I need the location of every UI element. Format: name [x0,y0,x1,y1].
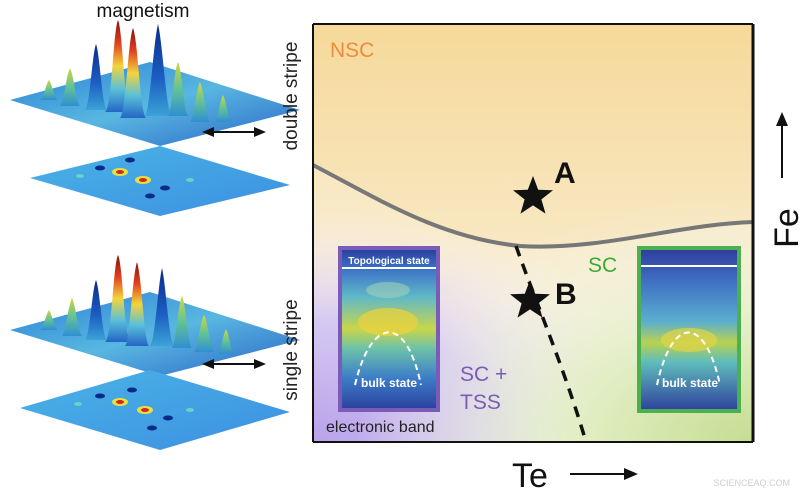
sc-boundary-dashed [514,245,588,443]
y-axis-label: Fe [768,208,800,248]
watermark: SCIENCEAQ.COM [713,478,790,488]
electronic-band-caption: electronic band [326,419,435,436]
inset-electronic-band-right: bulk state [637,246,741,413]
sc-label: SC [588,254,617,277]
magnetism-surface-single-stripe [10,255,300,376]
sc-tss-label-line1: SC + [460,363,507,386]
point-b-label: B [555,278,577,311]
magnetism-map-double-stripe [30,146,290,216]
point-a-label: A [554,157,576,190]
nsc-boundary-curve [312,163,754,249]
double-arrow-top-icon [202,127,266,137]
y-axis-arrow-icon [776,112,788,178]
topological-state-label: Topological state [348,256,430,267]
magnetism-surface-double-stripe [10,20,300,146]
inset-electronic-band-left: Topological state bulk state [338,246,440,412]
sc-tss-label-line2: TSS [460,391,501,414]
x-axis-arrow-icon [570,468,638,480]
magnetism-map-single-stripe [20,370,290,450]
star-a-icon [513,176,553,214]
double-arrow-bottom-icon [202,359,266,369]
bulk-state-label-right: bulk state [662,376,718,390]
double-stripe-label: double stripe [281,42,302,151]
nsc-label: NSC [330,39,374,62]
bulk-state-label-left: bulk state [361,376,417,390]
star-b-icon [510,280,550,318]
single-stripe-label: single stripe [281,299,302,400]
x-axis-label: Te [512,457,548,490]
phase-diagram: NSC SC SC + TSS A B Topological state bu… [312,23,755,443]
magnetism-title: magnetism [97,1,190,22]
